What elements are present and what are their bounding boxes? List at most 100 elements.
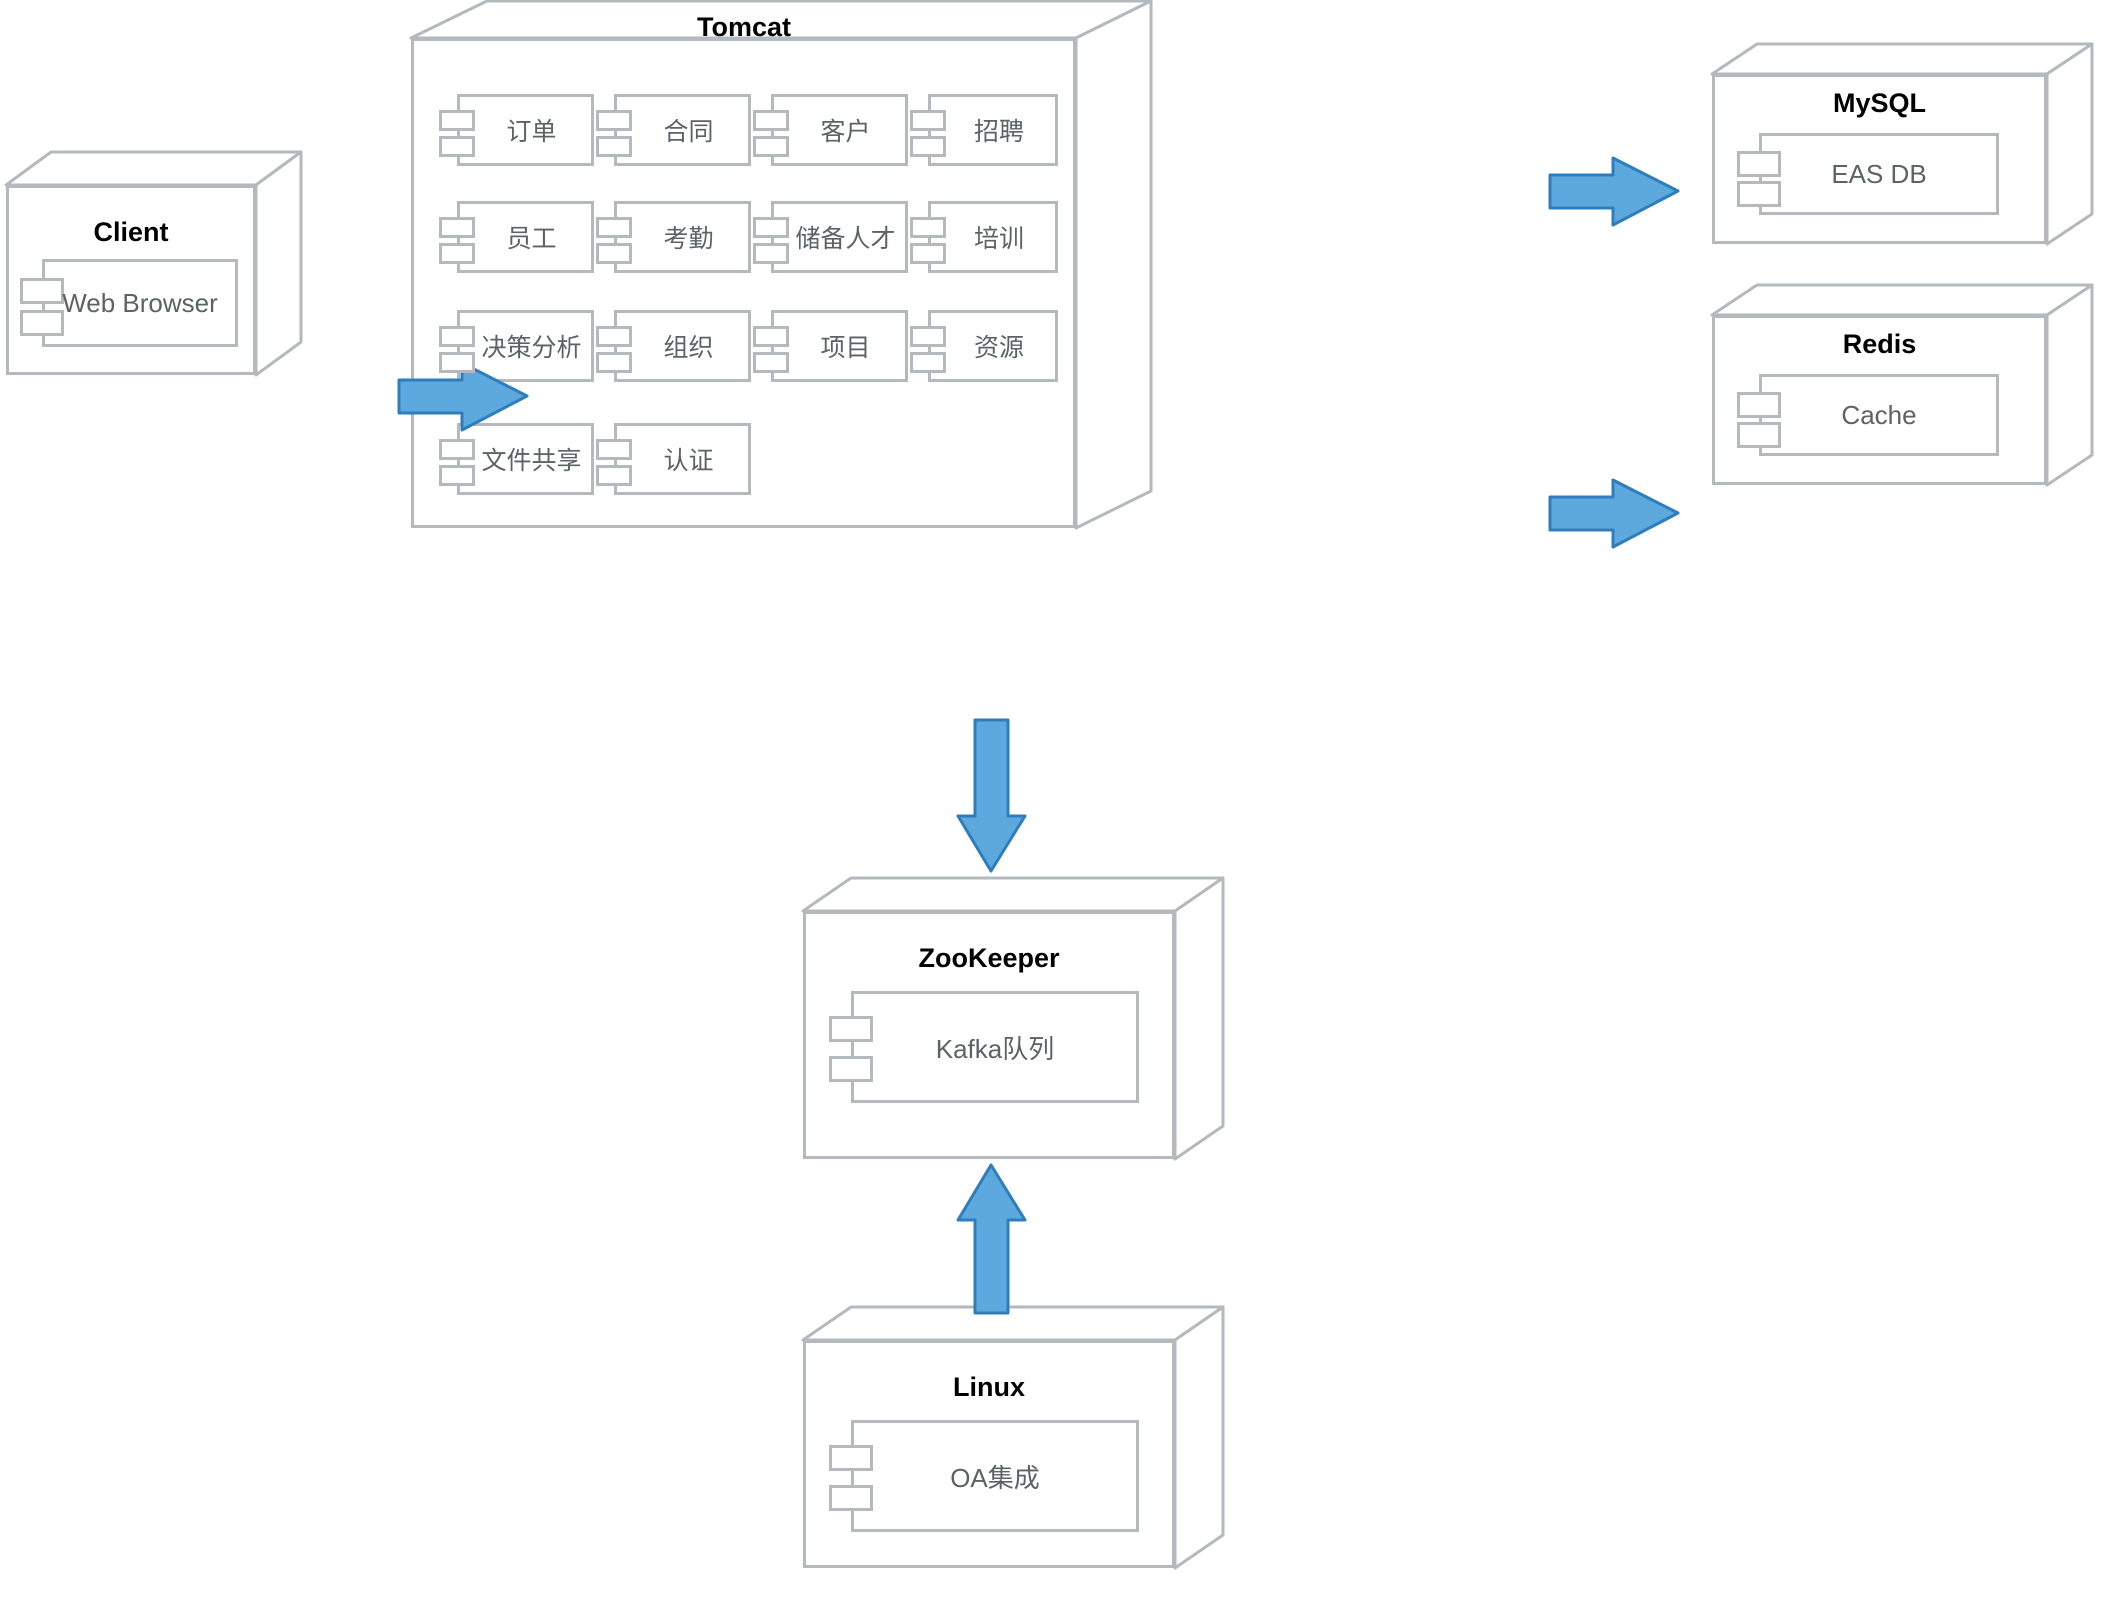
node-title-client: Client bbox=[93, 217, 169, 247]
component-body bbox=[771, 94, 908, 166]
component-tab-lower-icon bbox=[596, 464, 632, 486]
component-tab-lower-icon bbox=[829, 1055, 873, 1082]
component-tomcat-13[interactable]: 认证 bbox=[596, 423, 751, 495]
component-tomcat-9[interactable]: 组织 bbox=[596, 310, 751, 382]
component-tomcat-0[interactable]: 订单 bbox=[439, 94, 594, 166]
component-tab-upper-icon bbox=[20, 278, 64, 305]
component-tab-upper-icon bbox=[910, 109, 946, 131]
component-cache[interactable]: Cache bbox=[1737, 374, 1999, 456]
diagram-canvas: Client Web Browser Tomcat 订单 合同 bbox=[4, 0, 2094, 1570]
component-tab-upper-icon bbox=[753, 325, 789, 347]
component-tab-lower-icon bbox=[1737, 180, 1781, 207]
component-label: 认证 bbox=[663, 447, 714, 475]
component-label: OA集成 bbox=[950, 1462, 1040, 1493]
component-tab-lower-icon bbox=[596, 242, 632, 264]
component-body bbox=[1759, 133, 1999, 215]
component-tab-upper-icon bbox=[596, 216, 632, 238]
arrow-linux-to-zookeeper[interactable] bbox=[955, 1163, 1035, 1318]
component-tab-upper-icon bbox=[596, 325, 632, 347]
component-body bbox=[928, 310, 1058, 382]
component-label: Cache bbox=[1841, 399, 1917, 430]
component-label: 组织 bbox=[663, 334, 714, 362]
node-tomcat[interactable]: Tomcat 订单 合同 客户 招聘 bbox=[409, 0, 1153, 530]
component-tab-upper-icon bbox=[439, 438, 475, 460]
component-tab-upper-icon bbox=[439, 325, 475, 347]
component-label: 合同 bbox=[663, 118, 714, 146]
component-tab-lower-icon bbox=[439, 242, 475, 264]
component-tab-lower-icon bbox=[596, 135, 632, 157]
component-label: 考勤 bbox=[663, 225, 714, 253]
component-tab-upper-icon bbox=[753, 109, 789, 131]
component-oa-integration[interactable]: OA集成 bbox=[829, 1420, 1139, 1532]
node-linux[interactable]: Linux OA集成 bbox=[801, 1305, 1225, 1570]
component-tab-upper-icon bbox=[1737, 392, 1781, 419]
component-label: Web Browser bbox=[62, 287, 218, 318]
node-redis[interactable]: Redis Cache bbox=[1710, 283, 2094, 487]
component-label: 决策分析 bbox=[481, 334, 582, 362]
component-tomcat-12[interactable]: 文件共享 bbox=[439, 423, 594, 495]
arrow-tomcat-to-mysql[interactable] bbox=[1548, 155, 1693, 230]
component-label: Kafka队列 bbox=[935, 1033, 1055, 1064]
component-tomcat-11[interactable]: 资源 bbox=[910, 310, 1058, 382]
component-web-browser[interactable]: Web Browser bbox=[20, 259, 238, 347]
component-tab-lower-icon bbox=[439, 464, 475, 486]
component-tab-upper-icon bbox=[596, 438, 632, 460]
component-body bbox=[851, 1420, 1139, 1532]
component-tab-upper-icon bbox=[439, 216, 475, 238]
component-tab-upper-icon bbox=[829, 1015, 873, 1042]
component-body bbox=[928, 94, 1058, 166]
node-title-tomcat: Tomcat bbox=[696, 12, 791, 42]
component-label: 客户 bbox=[820, 118, 871, 146]
component-label: 项目 bbox=[820, 334, 871, 362]
node-client[interactable]: Client Web Browser bbox=[4, 150, 303, 377]
component-body bbox=[1759, 374, 1999, 456]
component-tab-lower-icon bbox=[20, 310, 64, 337]
component-tomcat-6[interactable]: 储备人才 bbox=[753, 201, 908, 273]
component-label: 储备人才 bbox=[795, 225, 896, 253]
component-tab-lower-icon bbox=[439, 135, 475, 157]
node-mysql[interactable]: MySQL EAS DB bbox=[1710, 42, 2094, 246]
node-title-mysql: MySQL bbox=[1832, 88, 1926, 118]
component-tab-lower-icon bbox=[910, 135, 946, 157]
component-tab-lower-icon bbox=[753, 242, 789, 264]
component-body bbox=[771, 310, 908, 382]
component-tomcat-7[interactable]: 培训 bbox=[910, 201, 1058, 273]
arrow-client-to-tomcat[interactable] bbox=[397, 360, 537, 435]
component-label: 招聘 bbox=[973, 118, 1024, 146]
arrow-tomcat-to-redis[interactable] bbox=[1548, 477, 1693, 552]
component-tab-lower-icon bbox=[910, 242, 946, 264]
component-tab-upper-icon bbox=[910, 216, 946, 238]
component-kafka-queue[interactable]: Kafka队列 bbox=[829, 991, 1139, 1103]
component-tomcat-2[interactable]: 客户 bbox=[753, 94, 908, 166]
component-tomcat-10[interactable]: 项目 bbox=[753, 310, 908, 382]
component-eas-db[interactable]: EAS DB bbox=[1737, 133, 1999, 215]
component-tab-upper-icon bbox=[753, 216, 789, 238]
component-tab-lower-icon bbox=[596, 351, 632, 373]
component-tab-upper-icon bbox=[910, 325, 946, 347]
component-label: EAS DB bbox=[1831, 158, 1927, 189]
component-tab-lower-icon bbox=[753, 135, 789, 157]
node-title-redis: Redis bbox=[1842, 329, 1917, 359]
component-tab-upper-icon bbox=[829, 1444, 873, 1471]
node-title-linux: Linux bbox=[953, 1372, 1025, 1402]
component-tab-lower-icon bbox=[829, 1484, 873, 1511]
component-label: 员工 bbox=[506, 225, 557, 253]
component-tomcat-5[interactable]: 考勤 bbox=[596, 201, 751, 273]
component-tab-lower-icon bbox=[910, 351, 946, 373]
component-tomcat-8[interactable]: 决策分析 bbox=[439, 310, 594, 382]
node-title-zookeeper: ZooKeeper bbox=[918, 943, 1060, 973]
component-tab-upper-icon bbox=[1737, 151, 1781, 178]
component-body bbox=[457, 423, 594, 495]
component-label: 订单 bbox=[506, 118, 557, 146]
component-tomcat-3[interactable]: 招聘 bbox=[910, 94, 1058, 166]
component-body bbox=[771, 201, 908, 273]
component-body bbox=[614, 310, 751, 382]
component-tomcat-1[interactable]: 合同 bbox=[596, 94, 751, 166]
node-zookeeper[interactable]: ZooKeeper Kafka队列 bbox=[801, 876, 1225, 1161]
arrow-tomcat-to-zookeeper[interactable] bbox=[955, 718, 1035, 878]
component-tomcat-4[interactable]: 员工 bbox=[439, 201, 594, 273]
component-tab-lower-icon bbox=[1737, 421, 1781, 448]
component-tab-lower-icon bbox=[439, 351, 475, 373]
component-label: 资源 bbox=[973, 334, 1024, 362]
component-label: 培训 bbox=[973, 225, 1024, 253]
